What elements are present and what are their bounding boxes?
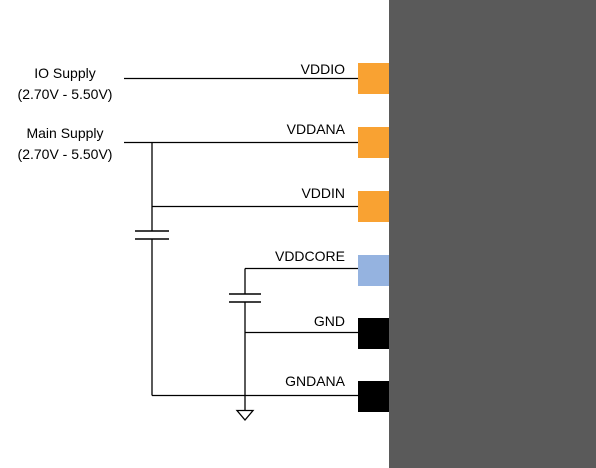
pin-label-gndana: GNDANA xyxy=(285,373,346,389)
pin-gnd xyxy=(358,318,389,349)
pin-label-vddio: VDDIO xyxy=(301,61,345,77)
pin-label-gnd: GND xyxy=(314,313,345,329)
pin-vddcore xyxy=(358,255,389,286)
pin-label-vddin: VDDIN xyxy=(301,185,345,201)
io-supply-range: (2.70V - 5.50V) xyxy=(18,86,113,102)
chip-body xyxy=(389,0,596,468)
main-supply-range: (2.70V - 5.50V) xyxy=(18,146,113,162)
ground-symbol xyxy=(235,409,255,422)
pin-label-vddana: VDDANA xyxy=(287,121,346,137)
pin-vddin xyxy=(358,191,389,222)
pin-vddana xyxy=(358,127,389,158)
pin-gndana xyxy=(358,381,389,412)
pin-vddio xyxy=(358,63,389,94)
main-supply-label: Main Supply xyxy=(26,125,103,141)
pin-label-vddcore: VDDCORE xyxy=(275,248,345,264)
io-supply-label: IO Supply xyxy=(34,65,95,81)
